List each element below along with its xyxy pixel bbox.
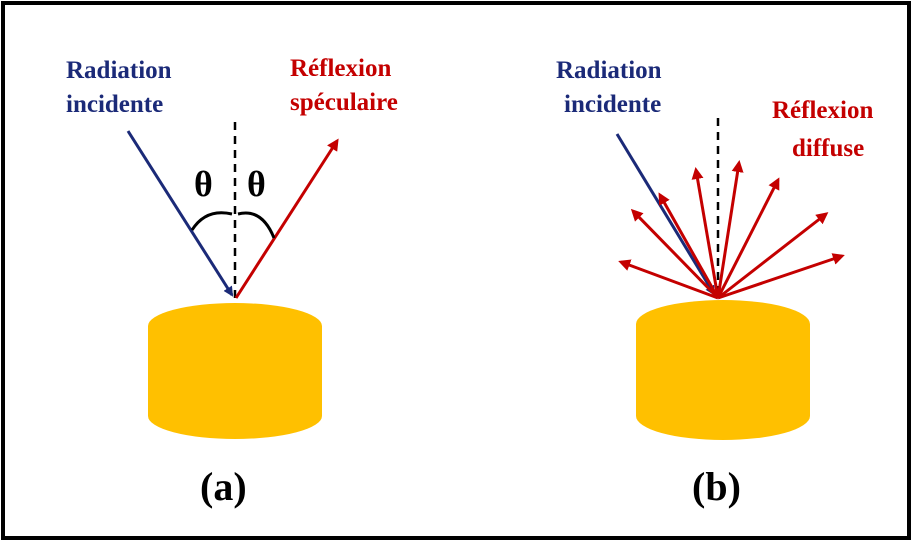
incident-ray-a (126, 130, 234, 297)
reflection-label-a-line1: Réflexion (290, 55, 391, 82)
panel-b: Radiation incidente Réflexion diffuse (b… (556, 57, 873, 509)
reflection-label-b-line1: Réflexion (772, 97, 873, 124)
panel-a: θ θ Radiation incidente Réflexion spécul… (66, 55, 398, 509)
specular-ray-a (234, 138, 339, 299)
angle-arc-left (190, 211, 233, 231)
diffuse-ray (717, 253, 845, 300)
diffuse-ray (716, 160, 744, 299)
diffuse-ray (618, 259, 719, 300)
incident-label-a-line1: Radiation (66, 57, 172, 84)
surface-a (148, 303, 322, 439)
incident-label-a-line2: incidente (66, 91, 163, 118)
diffuse-ray (658, 192, 720, 299)
caption-b: (b) (692, 464, 741, 509)
incident-ray-b (615, 133, 716, 296)
diffuse-ray (630, 208, 720, 300)
angle-theta-right: θ (247, 164, 266, 204)
angle-arc-right (237, 211, 276, 239)
caption-a: (a) (200, 464, 247, 509)
reflection-label-b-line2: diffuse (792, 135, 864, 162)
angle-theta-left: θ (194, 164, 213, 204)
reflection-label-a-line2: spéculaire (290, 89, 398, 116)
surface-b (636, 300, 810, 440)
incident-label-b-line1: Radiation (556, 57, 662, 84)
incident-label-b-line2: incidente (564, 91, 661, 118)
diffuse-ray (717, 212, 829, 300)
diffuse-ray (716, 177, 780, 299)
diffuse-rays (618, 160, 845, 300)
diffuse-ray (691, 167, 720, 299)
